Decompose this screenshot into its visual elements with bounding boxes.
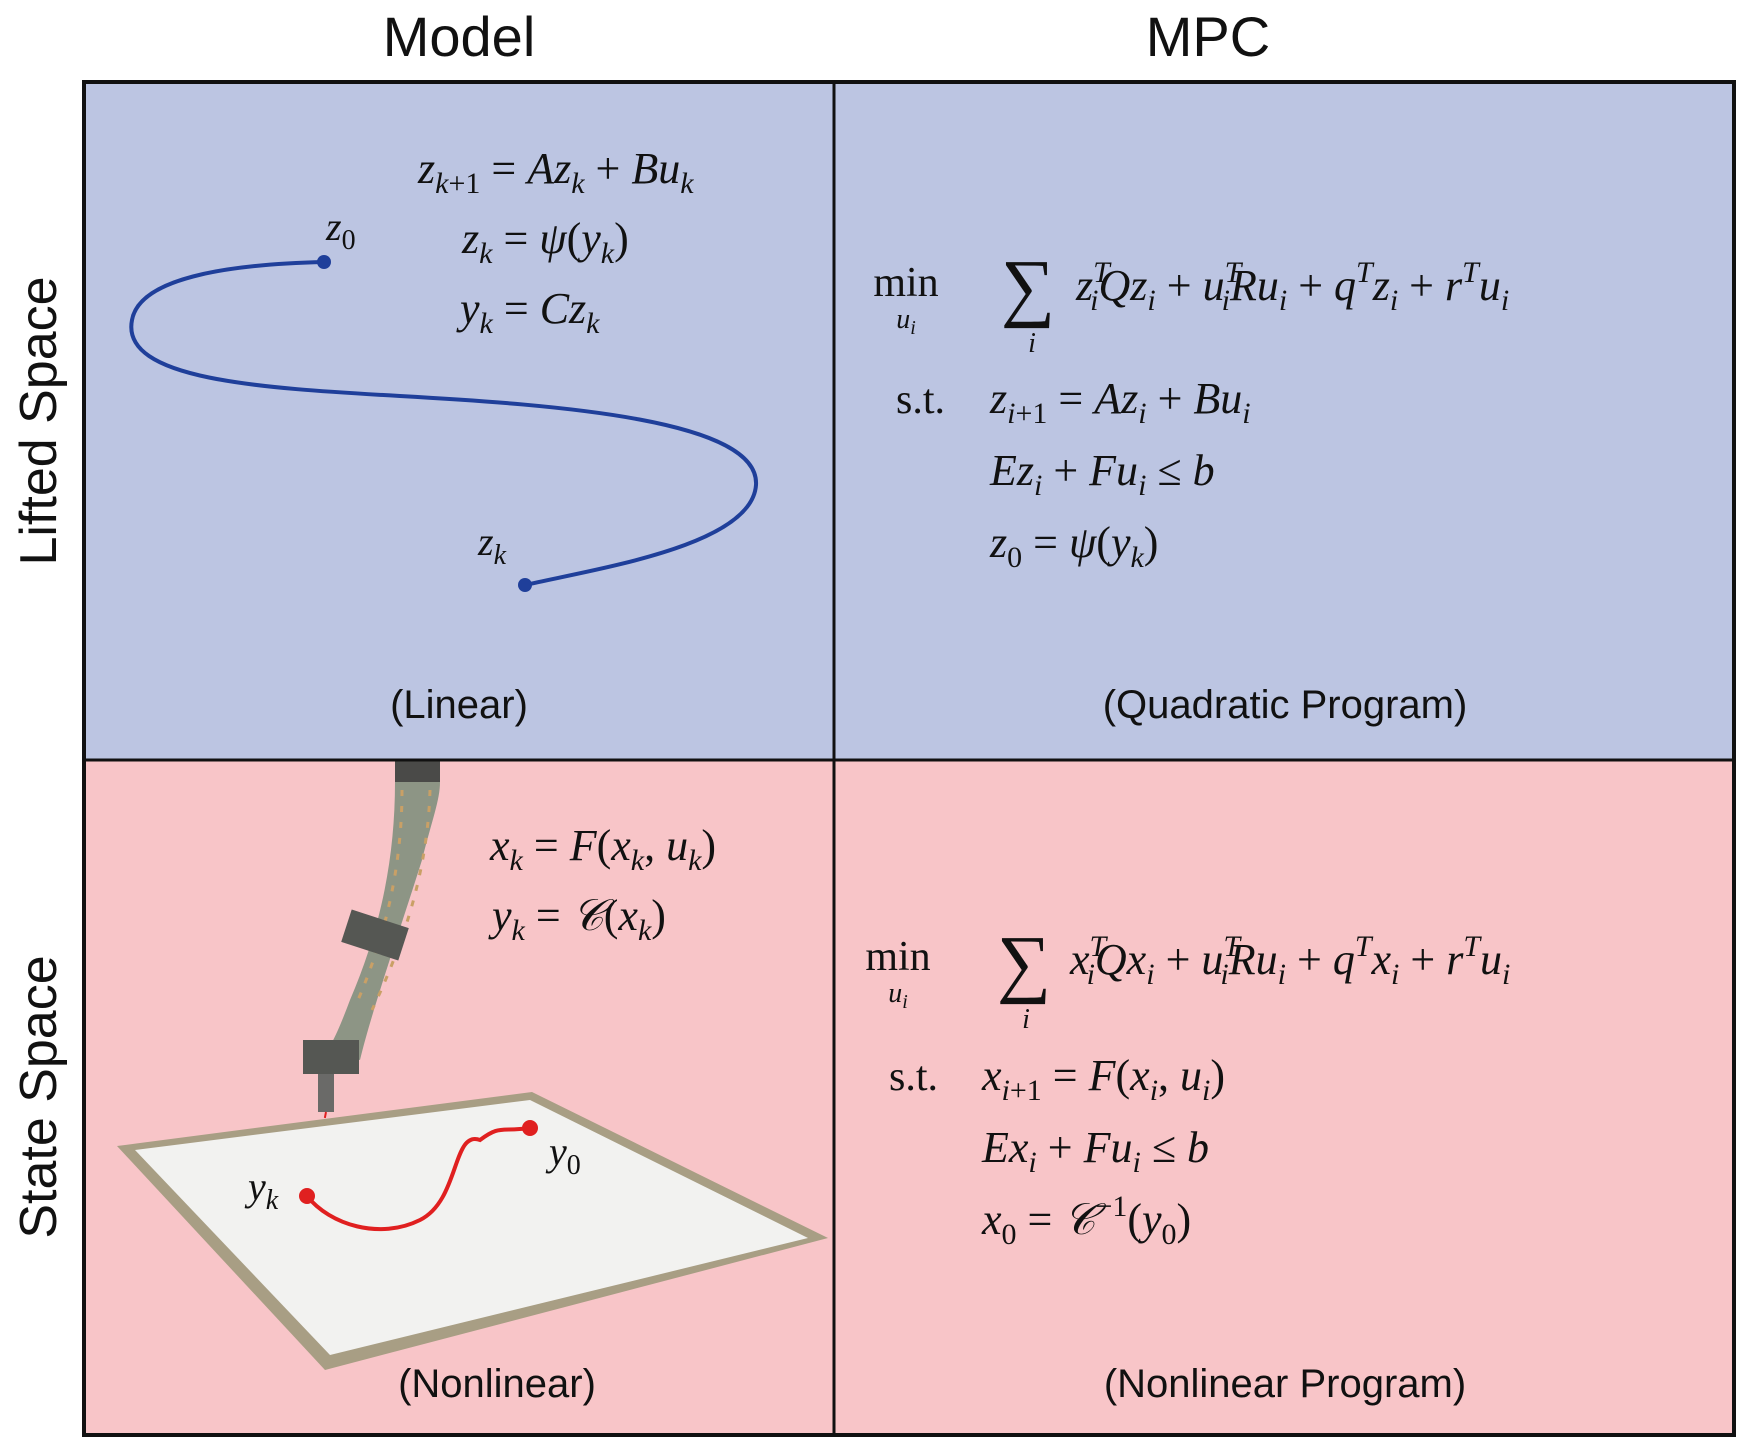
caption-linear: (Linear) — [390, 683, 528, 727]
equation-nonlinear-output: yk = 𝒞(xk) — [488, 891, 666, 947]
constraint-state-dynamics: xi+1 = F(xi, ui) — [981, 1051, 1225, 1107]
row-header-state-space: State Space — [10, 955, 68, 1238]
lifted-trajectory-curve — [129, 260, 759, 587]
label-yk: yk — [244, 1164, 279, 1216]
constraint-state-inequality: Exi + Fui ≤ b — [981, 1123, 1209, 1179]
grid-lines — [82, 80, 1736, 1437]
summation-index: i — [1028, 328, 1036, 359]
label-zk: zk — [477, 519, 507, 571]
subject-to-label: s.t. — [889, 1054, 938, 1100]
caption-nonlinear-program: (Nonlinear Program) — [1104, 1362, 1466, 1406]
constraint-lifted-dynamics: zi+1 = Azi + Bui — [989, 374, 1251, 430]
equation-nonlinear-dynamics: xk = F(xk, uk) — [489, 821, 716, 877]
summation-index: i — [1022, 1004, 1030, 1035]
equation-lifting-map: zk = ψ(yk) — [461, 214, 629, 270]
caption-nonlinear: (Nonlinear) — [398, 1362, 596, 1406]
label-z0: z0 — [325, 204, 356, 256]
state-model-equations: xk = F(xk, uk) yk = 𝒞(xk) — [488, 821, 716, 947]
label-y0: y0 — [545, 1129, 581, 1181]
min-subscript: ui — [896, 304, 916, 339]
row-header-lifted-space: Lifted Space — [10, 276, 68, 565]
caption-quadratic-program: (Quadratic Program) — [1103, 683, 1468, 727]
state-end-point — [299, 1188, 315, 1204]
lifted-mpc-cell — [834, 82, 1734, 760]
equation-lifted-output: yk = Czk — [456, 284, 600, 340]
min-operator: min — [865, 934, 930, 980]
min-operator: min — [873, 260, 938, 306]
state-start-point — [522, 1120, 538, 1136]
lifted-model-cell — [84, 82, 834, 760]
lifted-model-equations: zk+1 = Azk + Buk zk = ψ(yk) yk = Czk — [417, 144, 694, 340]
lifted-start-point — [317, 255, 331, 269]
column-header-model: Model — [383, 5, 536, 68]
drawing-table — [117, 1092, 828, 1370]
constraint-lifted-initial: z0 = ψ(yk) — [989, 518, 1158, 574]
summation-symbol: ∑ — [997, 921, 1051, 1005]
column-header-mpc: MPC — [1146, 5, 1270, 68]
state-mpc-cell — [834, 760, 1734, 1435]
summation-symbol: ∑ — [1001, 245, 1055, 329]
lifted-end-point — [518, 578, 532, 592]
equation-lifted-dynamics: zk+1 = Azk + Buk — [417, 144, 694, 200]
min-subscript: ui — [888, 978, 908, 1013]
soft-robot-arm — [303, 760, 440, 1196]
subject-to-label: s.t. — [896, 377, 945, 423]
constraint-lifted-inequality: Ezi + Fui ≤ b — [989, 446, 1215, 502]
state-trajectory-curve — [305, 1126, 531, 1232]
